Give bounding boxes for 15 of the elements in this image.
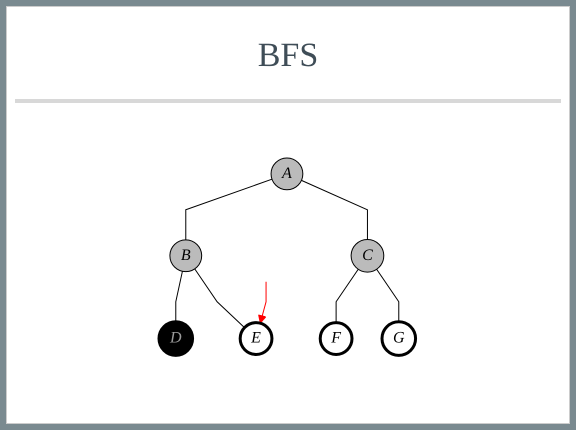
node-circle: C: [350, 239, 384, 273]
node-circle: E: [238, 321, 274, 356]
connector: [335, 269, 358, 324]
connector: [185, 179, 272, 241]
connector: [376, 269, 399, 323]
node-circle: D: [157, 320, 194, 358]
node-circle: A: [270, 158, 304, 191]
connector: [300, 180, 368, 240]
node-circle: B: [169, 240, 202, 272]
node-circle: G: [380, 320, 417, 358]
slide-title: BFS: [256, 37, 320, 75]
connector: [194, 268, 245, 328]
arrow: [258, 282, 266, 324]
node-circle: F: [318, 321, 354, 356]
connector: [175, 271, 183, 323]
